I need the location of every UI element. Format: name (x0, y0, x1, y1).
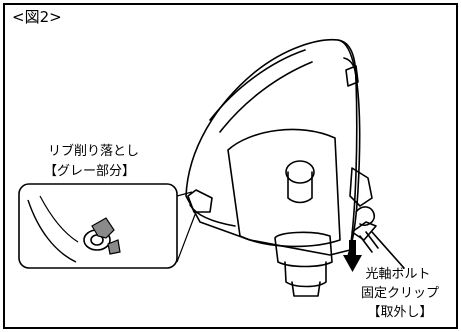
figure-frame (3, 3, 458, 329)
lens-flange (337, 39, 361, 257)
clip-label-line2: 固定クリップ (360, 286, 439, 301)
right-bracket (349, 167, 373, 207)
rib-removal-label: リブ削り落とし (48, 144, 140, 159)
bulb-socket (285, 160, 315, 184)
top-tab (345, 65, 359, 87)
left-bracket (187, 189, 213, 213)
gray-rib-area (91, 217, 121, 255)
removal-arrow (343, 240, 362, 272)
housing-rim (209, 49, 313, 133)
rear-panel (227, 128, 341, 248)
fixing-clip (355, 206, 376, 227)
clip-label-line3: 【取外し】 (367, 305, 433, 320)
connector (274, 231, 333, 268)
clip-leader-line (371, 231, 405, 269)
clip-label-line1: 光軸ボルト (365, 267, 431, 282)
gray-part-label: 【グレー部分】 (44, 164, 136, 179)
lamp-housing (185, 38, 358, 256)
figure-title: <図2> (12, 8, 62, 26)
